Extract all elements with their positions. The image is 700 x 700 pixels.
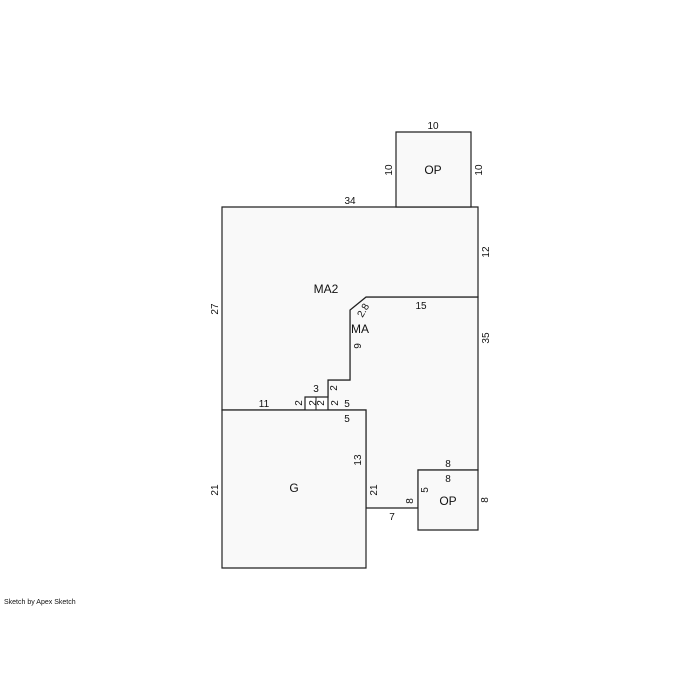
dim-garage-left-21: 21 [210,484,221,496]
room-label-op-top: OP [424,163,441,177]
dim-step-2-c: 2 [316,400,327,406]
dim-step-5-a: 5 [344,399,350,410]
dim-op-bottom-inner-top: 8 [445,474,451,485]
room-label-ma2: MA2 [314,282,339,296]
dim-ma-8: 8 [405,498,416,504]
dim-step-5-b: 5 [344,414,350,425]
dim-op-top-left: 10 [384,164,395,176]
dim-step-2-upper: 2 [329,385,340,391]
dim-ma-right-35: 35 [481,332,492,344]
sketch-credit: Sketch by Apex Sketch [4,599,76,606]
dim-step-3: 3 [313,384,319,395]
area-porch-bottom [417,469,479,531]
dim-ma2-top: 34 [344,196,356,207]
room-label-g: G [289,481,298,495]
dim-step-2-a: 2 [294,400,305,406]
dim-step-2-d: 2 [330,400,341,406]
area-porch-top [395,131,472,208]
dim-step-2-b: 2 [308,400,319,406]
dim-op-top-right: 10 [474,164,485,176]
dim-op-top-top: 10 [427,121,439,132]
room-label-ma: MA [351,322,369,336]
dim-ma-7: 7 [389,512,395,523]
room-label-op-bottom: OP [439,494,456,508]
dim-ma2-step-15: 15 [415,301,427,312]
dim-op-bottom-left: 5 [420,487,431,493]
dim-ma2-left-27: 27 [210,303,221,315]
dim-ma2-bottom-11: 11 [259,399,270,410]
dim-ma-13: 13 [353,454,364,466]
area-garage [221,409,367,569]
dim-ma2-right-12: 12 [481,246,492,258]
dim-ma-left-9: 9 [353,343,364,349]
dim-ma-21: 21 [369,484,380,496]
dim-op-bottom-right: 8 [480,497,491,503]
dim-op-bottom-top: 8 [445,459,451,470]
